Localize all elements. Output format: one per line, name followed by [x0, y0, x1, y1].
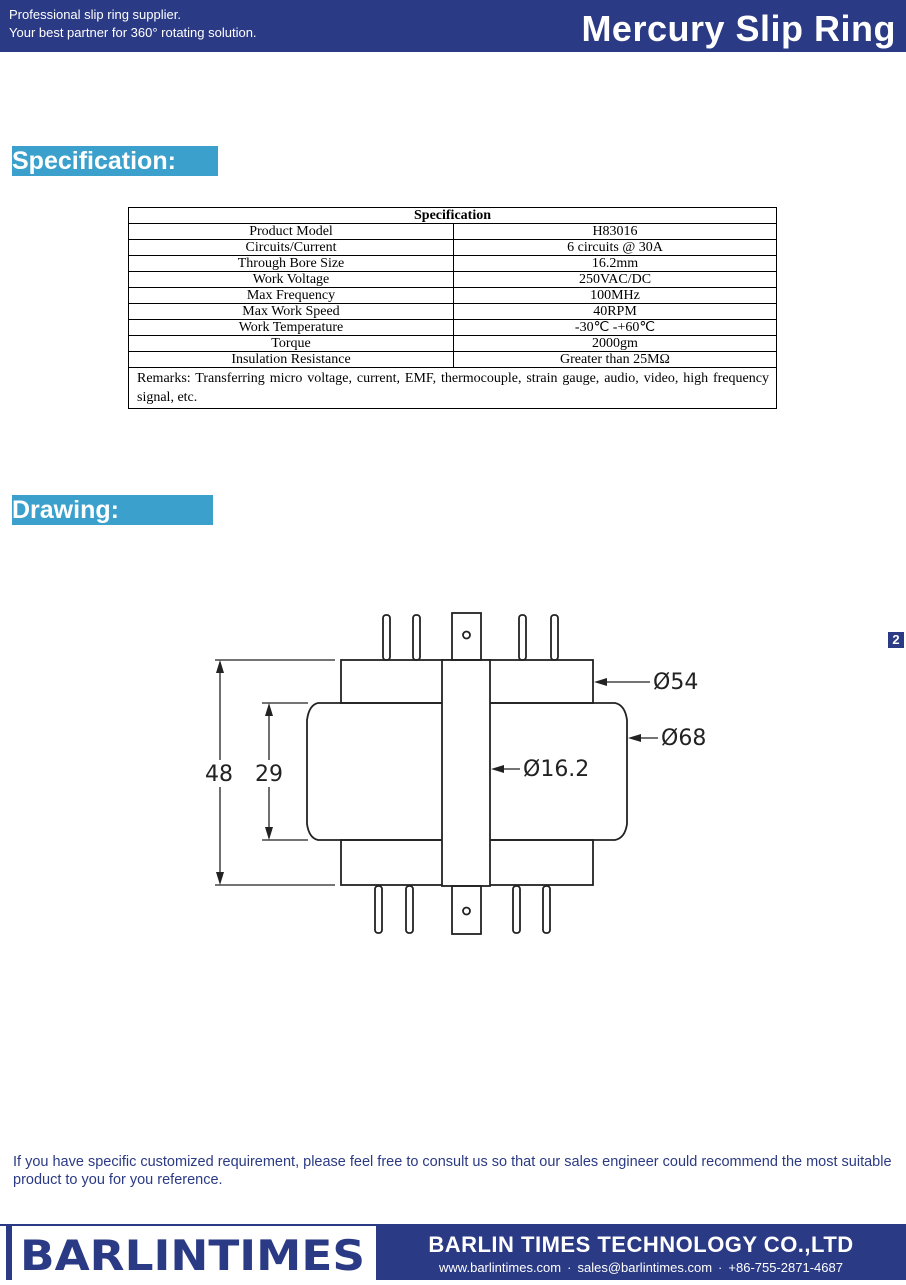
dim-diameter-68: Ø68: [661, 726, 706, 751]
phone-number: +86-755-2871-4687: [728, 1260, 843, 1275]
dim-diameter-54: Ø54: [653, 670, 698, 695]
email-link[interactable]: sales@barlintimes.com: [577, 1260, 713, 1275]
top-pin: [550, 614, 559, 661]
contact-line: www.barlintimes.com · sales@barlintimes.co…: [376, 1260, 906, 1275]
company-info: BARLIN TIMES TECHNOLOGY CO.,LTD www.barl…: [376, 1226, 906, 1280]
row-label: Work Voltage: [128, 271, 454, 288]
dim-height-total: 48: [205, 762, 233, 787]
website-link[interactable]: www.barlintimes.com: [439, 1260, 562, 1275]
top-pin: [518, 614, 527, 661]
tagline-line-2: Your best partner for 360° rotating solu…: [9, 25, 257, 40]
row-label: Insulation Resistance: [128, 351, 454, 368]
specification-heading: Specification:: [12, 146, 218, 176]
table-title: Specification: [128, 207, 777, 224]
customization-note: If you have specific customized requirem…: [13, 1154, 892, 1188]
footer-divider: [0, 1224, 906, 1226]
shaft: [441, 659, 491, 887]
row-label: Product Model: [128, 223, 454, 240]
top-terminal: [451, 612, 482, 661]
logo-wordmark: BARLINTIMES: [20, 1231, 365, 1280]
bottom-pin: [542, 885, 551, 934]
separator: ·: [567, 1260, 572, 1275]
specification-table: Specification Product Model H83016 Circu…: [128, 207, 777, 409]
bottom-pin: [374, 885, 383, 934]
bottom-pin: [405, 885, 414, 934]
row-value: 16.2mm: [453, 255, 777, 272]
slip-ring-drawing: 48 29 Ø54 Ø68 Ø16.2: [205, 612, 706, 935]
bottom-terminal: [451, 885, 482, 935]
table-row: Product Model H83016: [128, 223, 777, 240]
table-row: Circuits/Current 6 circuits @ 30A: [128, 239, 777, 256]
table-row: Max Work Speed 40RPM: [128, 303, 777, 320]
row-value: H83016: [453, 223, 777, 240]
page-header: Professional slip ring supplier. Your be…: [0, 0, 906, 52]
top-pin: [382, 614, 391, 661]
drawing-heading: Drawing:: [12, 495, 213, 525]
top-pin: [412, 614, 421, 661]
table-row: Work Voltage 250VAC/DC: [128, 271, 777, 288]
bottom-pin: [512, 885, 521, 934]
row-label: Through Bore Size: [128, 255, 454, 272]
row-value: Greater than 25MΩ: [453, 351, 777, 368]
brand-title: Mercury Slip Ring: [581, 8, 896, 49]
middle-housing: [306, 702, 628, 841]
row-label: Torque: [128, 335, 454, 352]
dim-height-inner: 29: [255, 762, 283, 787]
page-number-badge: 2: [888, 632, 904, 648]
row-value: 2000gm: [453, 335, 777, 352]
row-value: -30℃ -+60℃: [453, 319, 777, 336]
table-row: Through Bore Size 16.2mm: [128, 255, 777, 272]
tagline-line-1: Professional slip ring supplier.: [9, 7, 181, 22]
company-name: BARLIN TIMES TECHNOLOGY CO.,LTD: [428, 1232, 854, 1257]
table-header-row: Specification: [128, 207, 777, 224]
remarks-cell: Remarks: Transferring micro voltage, cur…: [128, 367, 777, 409]
table-row: Work Temperature -30℃ -+60℃: [128, 319, 777, 336]
table-row: Max Frequency 100MHz: [128, 287, 777, 304]
row-value: 250VAC/DC: [453, 271, 777, 288]
row-label: Circuits/Current: [128, 239, 454, 256]
row-label: Max Work Speed: [128, 303, 454, 320]
row-label: Work Temperature: [128, 319, 454, 336]
table-row: Insulation Resistance Greater than 25MΩ: [128, 351, 777, 368]
logo-accent-bar: [6, 1226, 12, 1280]
row-label: Max Frequency: [128, 287, 454, 304]
separator: ·: [718, 1260, 723, 1275]
dim-bore: Ø16.2: [523, 757, 589, 782]
row-value: 6 circuits @ 30A: [453, 239, 777, 256]
company-logo: BARLINTIMES: [0, 1226, 376, 1280]
row-value: 100MHz: [453, 287, 777, 304]
remarks-row: Remarks: Transferring micro voltage, cur…: [128, 367, 777, 409]
logo-text: BARLINTIMES: [20, 1231, 365, 1280]
row-value: 40RPM: [453, 303, 777, 320]
table-row: Torque 2000gm: [128, 335, 777, 352]
